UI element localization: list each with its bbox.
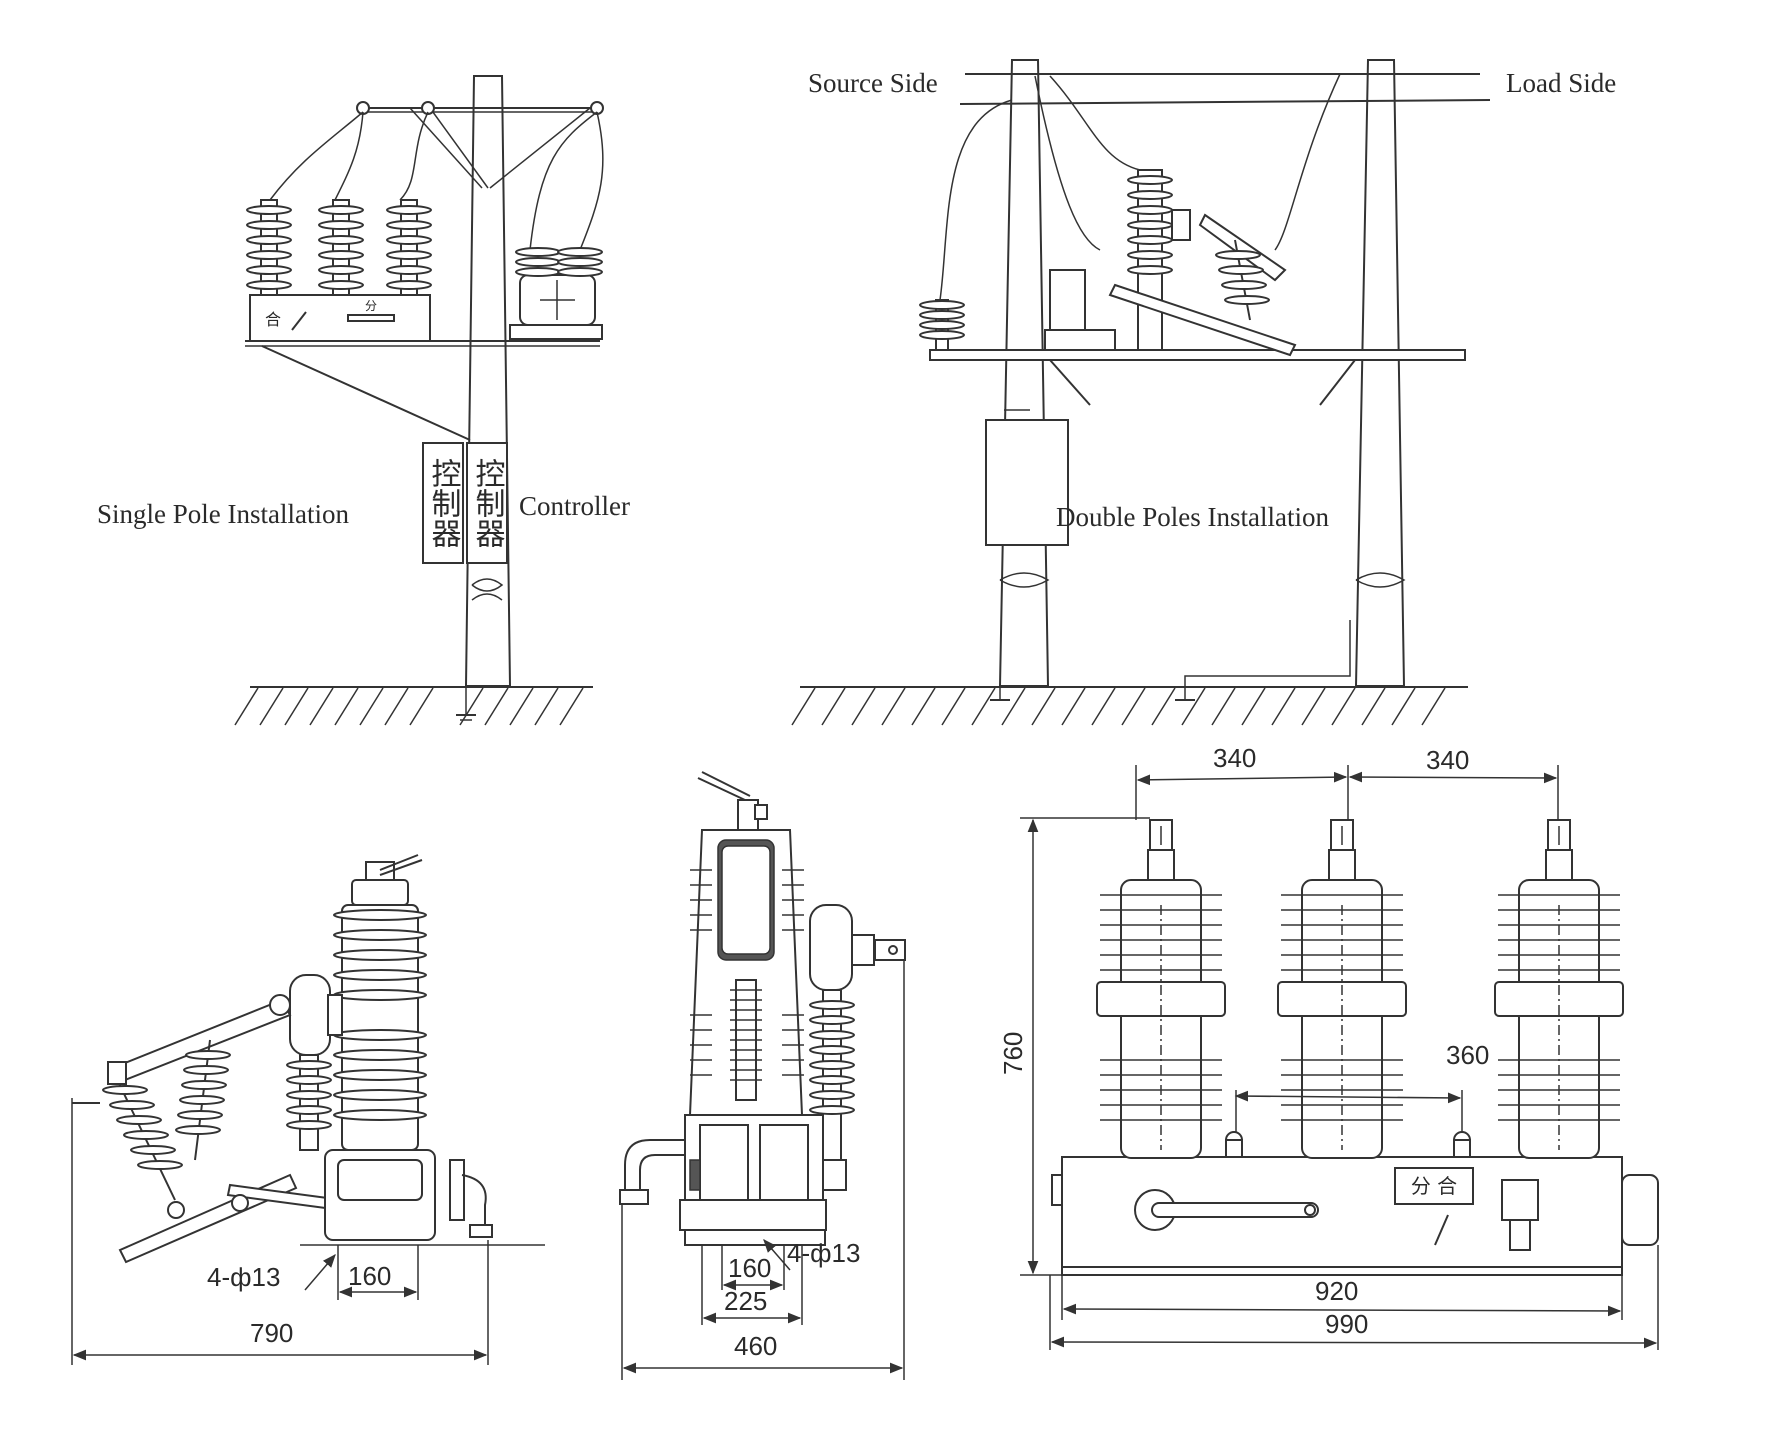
transformer-bushing-2 bbox=[557, 247, 603, 277]
front-handle-bar bbox=[1151, 1202, 1319, 1218]
controller-box-left bbox=[422, 442, 464, 564]
front-counter bbox=[1501, 1179, 1539, 1221]
side-lower-isolator bbox=[102, 1074, 183, 1201]
ground-hatching-2 bbox=[791, 687, 1446, 726]
front-pole-pitch-right: 340 bbox=[1426, 745, 1469, 775]
double-platform bbox=[929, 349, 1466, 361]
front-pole-1 bbox=[1096, 819, 1226, 1159]
side-small-insulator bbox=[286, 1054, 332, 1151]
side-overall-depth: 790 bbox=[250, 1318, 293, 1348]
isolator-frame bbox=[1108, 283, 1297, 357]
breaker-column bbox=[1127, 169, 1173, 351]
front-pole-pitch-left: 340 bbox=[1213, 743, 1256, 773]
controller-box-left-label: 控制器 bbox=[426, 458, 462, 548]
double-poles-installation bbox=[791, 59, 1491, 726]
section-sheds-left bbox=[690, 869, 712, 1076]
load-side-label: Load Side bbox=[1506, 68, 1616, 98]
side-hole-spec: 4-ф13 bbox=[207, 1262, 280, 1292]
right-pole bbox=[1354, 59, 1406, 687]
left-pole bbox=[998, 59, 1050, 687]
front-overall-length: 990 bbox=[1325, 1309, 1368, 1339]
single-pole-installation: 合 分 bbox=[234, 75, 604, 726]
front-indicator-plate bbox=[1394, 1167, 1474, 1205]
single-pole-label: Single Pole Installation bbox=[97, 499, 349, 529]
front-mount-holes: 360 bbox=[1446, 1040, 1489, 1070]
front-pole-3 bbox=[1494, 819, 1624, 1159]
section-base-width: 225 bbox=[724, 1286, 767, 1316]
section-mount-span: 160 bbox=[728, 1253, 771, 1283]
breaker-tank bbox=[249, 294, 431, 342]
open-marker: 分 bbox=[365, 299, 377, 313]
section-overall-width: 460 bbox=[734, 1331, 777, 1361]
section-operating-handle bbox=[697, 777, 746, 801]
overhead-line-2 bbox=[959, 99, 1491, 105]
controller-label: Controller bbox=[519, 491, 630, 521]
section-view bbox=[619, 771, 906, 1380]
side-view bbox=[71, 854, 545, 1365]
breaker-insulator-3 bbox=[386, 199, 432, 296]
section-pipe-flange bbox=[619, 1189, 649, 1205]
breaker-insulator-1 bbox=[246, 199, 292, 296]
front-indicator-pointer bbox=[1434, 1214, 1449, 1246]
surge-arrester bbox=[919, 299, 965, 351]
control-cabinet bbox=[985, 419, 1069, 546]
section-hole-spec: 4-ф13 bbox=[787, 1238, 860, 1268]
ground-hatching bbox=[234, 687, 584, 726]
breaker-insulator-2 bbox=[318, 199, 364, 296]
close-marker: 合 bbox=[265, 310, 281, 329]
side-operating-handle bbox=[379, 854, 419, 871]
controller-box-right bbox=[466, 442, 508, 564]
front-indicator-text: 分 合 bbox=[1411, 1174, 1457, 1198]
platform-brace bbox=[261, 345, 471, 441]
side-diagonal-insulator bbox=[175, 1039, 231, 1161]
isolator-insulator bbox=[1215, 239, 1270, 321]
controller-box-right-label: 控制器 bbox=[470, 458, 506, 548]
front-view: 分 合 bbox=[1020, 765, 1659, 1350]
section-ct bbox=[809, 904, 853, 991]
side-ct bbox=[289, 974, 331, 1056]
front-height: 760 bbox=[998, 1032, 1028, 1075]
front-pole-2 bbox=[1277, 819, 1407, 1159]
side-mount-span: 160 bbox=[348, 1261, 391, 1291]
section-sheds-right bbox=[782, 869, 804, 1076]
front-base-length: 920 bbox=[1315, 1276, 1358, 1306]
source-side-label: Source Side bbox=[808, 68, 938, 98]
pt-unit bbox=[1049, 269, 1086, 331]
side-main-sheds bbox=[333, 909, 427, 1121]
transformer-bushing-1 bbox=[515, 247, 561, 277]
operating-handle bbox=[291, 311, 307, 331]
double-poles-label: Double Poles Installation bbox=[1056, 502, 1329, 532]
side-lower-arm bbox=[118, 1173, 298, 1264]
